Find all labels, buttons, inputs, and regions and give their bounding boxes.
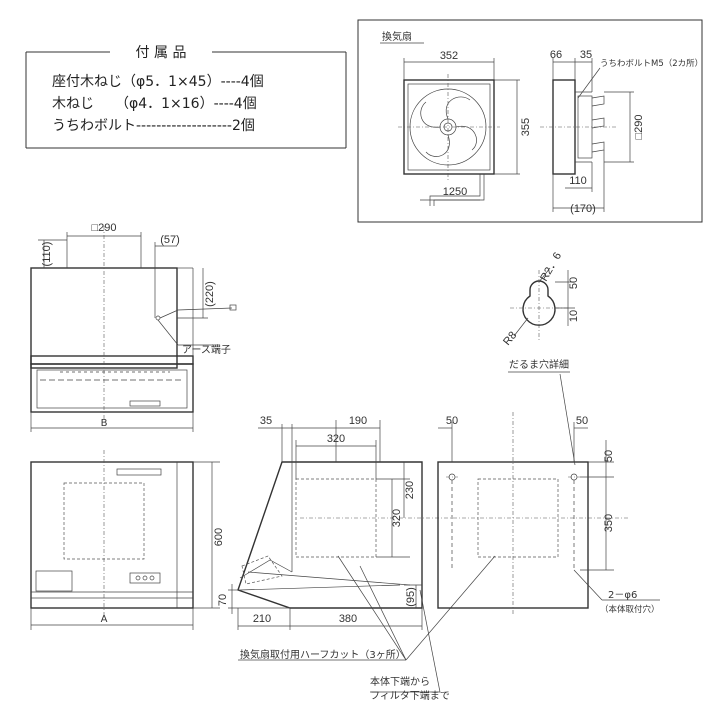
note-line-1: 本体下端から (370, 675, 430, 688)
hood-body-front (30, 461, 194, 609)
side-dim-70: 70 (217, 594, 229, 606)
back-dim-350: 350 (603, 514, 615, 532)
hole-sublabel: （本体取付穴） (600, 604, 660, 615)
front-dim-110: (110) (41, 242, 53, 267)
fan-dim-width: 352 (440, 50, 458, 62)
side-dim-230: 230 (404, 481, 416, 499)
switch-panel (129, 572, 161, 584)
fan-dim-35: 35 (580, 49, 592, 61)
back-dim-50-right: 50 (576, 415, 588, 427)
note-line-2: フィルタ下端まで (370, 689, 450, 702)
accessory-line-3: うちわボルト-------------------2個 (52, 118, 255, 134)
hole-label: 2－φ6 (608, 590, 637, 601)
side-dim-35: 35 (260, 415, 272, 427)
front-view-top: □290 (110) (57) (220) アース端子 B (30, 222, 237, 432)
fan-dim-sq290: □290 (633, 115, 645, 140)
fan-dim-110: 110 (569, 175, 587, 187)
accessories-box: 付 属 品 座付木ねじ（φ5．1×45）----4個 木ねじ （φ4．1×16）… (25, 45, 347, 149)
side-dim-95: (95) (405, 587, 417, 607)
side-view: 35 190 320 230 320 70 (95) 210 380 (217, 415, 630, 702)
fan-dim-cord: 1250 (443, 186, 467, 198)
keyhole-shape (522, 280, 556, 326)
side-dim-320-v: 320 (391, 509, 403, 527)
accessories-title: 付 属 品 (136, 45, 187, 61)
front-view-bottom: 600 A (30, 450, 225, 630)
fan-opening (63, 482, 145, 560)
label-A: A (101, 614, 108, 625)
back-view: 50 50 50 350 2－φ6 （本体取付穴） (437, 412, 660, 616)
accessory-line-2: 木ねじ （φ4．1×16）----4個 (52, 96, 257, 112)
halfcut-label: 換気扇取付用ハーフカット（3ヶ所） (240, 648, 406, 661)
front-dim-220: (220) (204, 281, 216, 307)
detail-dim-r26: R2．6 (538, 250, 564, 283)
detail-dim-10: 10 (568, 310, 580, 322)
fan-dim-66: 66 (550, 49, 562, 61)
fan-detail-box: 換気扇 352 355 1250 (357, 19, 703, 223)
detail-dim-50: 50 (568, 277, 580, 289)
fan-dim-height: 355 (520, 118, 532, 136)
front-dim-sq290: □290 (92, 222, 117, 234)
side-dim-210: 210 (253, 613, 271, 625)
fan-blade-circle (409, 88, 487, 166)
front-dim-600: 600 (213, 528, 225, 546)
hood-lower-panel (30, 363, 194, 413)
accessory-line-1: 座付木ねじ（φ5．1×45）----4個 (52, 74, 264, 90)
hood-side-profile (237, 461, 423, 609)
side-fan-opening (295, 478, 377, 558)
back-dim-50-v: 50 (603, 450, 615, 462)
back-dim-50-left: 50 (446, 415, 458, 427)
side-dim-190: 190 (349, 415, 367, 427)
control-panel (129, 400, 161, 407)
back-fan-opening (477, 478, 559, 558)
front-dim-57: (57) (160, 234, 180, 246)
fan-bolt-label: うちわボルトM5（2カ所） (600, 58, 703, 69)
keyhole-label: だるま穴詳細 (509, 358, 569, 371)
label-B: B (101, 418, 108, 429)
side-dim-380: 380 (339, 613, 357, 625)
fan-dim-170: (170) (570, 203, 596, 215)
earth-terminal-label: アース端子 (182, 343, 231, 356)
side-dim-320-top: 320 (327, 433, 345, 445)
fan-title: 換気扇 (382, 30, 412, 43)
